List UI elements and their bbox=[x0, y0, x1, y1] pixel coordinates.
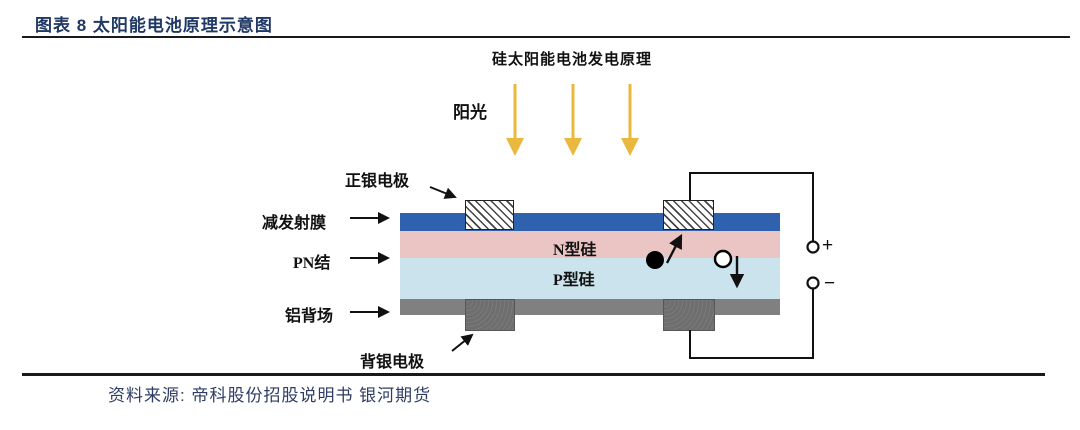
front-silver-electrode-right-box bbox=[663, 200, 714, 230]
negative-terminal-label: − bbox=[824, 273, 836, 294]
source-note: 资料来源: 帝科股份招股说明书 银河期货 bbox=[108, 386, 432, 405]
antireflection-film-label: 减发射膜 bbox=[262, 215, 327, 232]
aluminum-back-field-label: 铝背场 bbox=[285, 308, 334, 325]
solar-cell-diagram: 硅太阳能电池发电原理 阳光 N型硅 P型硅 正银电极 减发射膜 PN结 铝背场 … bbox=[0, 38, 1080, 373]
positive-terminal-node bbox=[806, 240, 820, 254]
diagram-lines-overlay bbox=[350, 84, 820, 359]
diagram-title: 硅太阳能电池发电原理 bbox=[492, 52, 653, 68]
back-silver-electrode-left-box bbox=[465, 299, 515, 331]
back-silver-electrode-right-box bbox=[663, 299, 715, 331]
figure-title: 图表 8 太阳能电池原理示意图 bbox=[35, 16, 273, 35]
pn-junction-label: PN结 bbox=[293, 255, 331, 272]
front-silver-electrode-label: 正银电极 bbox=[345, 173, 410, 190]
sunlight-arrows bbox=[506, 84, 639, 156]
positive-terminal-label: + bbox=[822, 235, 834, 256]
n-type-silicon-label: N型硅 bbox=[553, 242, 597, 259]
sunlight-label: 阳光 bbox=[453, 103, 487, 122]
front-silver-electrode-left-box bbox=[465, 200, 514, 230]
antireflection-film-layer bbox=[400, 213, 780, 231]
bottom-divider bbox=[22, 373, 1045, 376]
p-type-silicon-label: P型硅 bbox=[553, 272, 595, 289]
back-silver-electrode-label: 背银电极 bbox=[360, 354, 425, 371]
aluminum-back-field-layer bbox=[400, 299, 780, 315]
negative-terminal-node bbox=[806, 276, 820, 290]
top-divider bbox=[22, 36, 1070, 38]
